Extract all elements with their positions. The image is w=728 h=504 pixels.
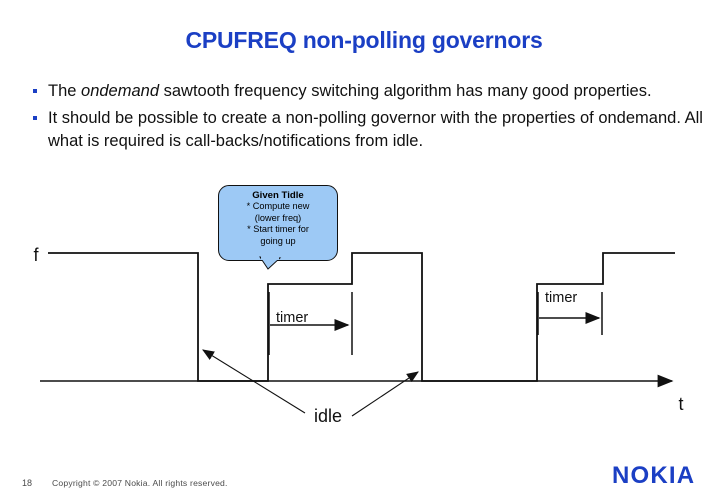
callout-tail: [259, 253, 282, 270]
idle-label: idle: [314, 406, 342, 426]
list-item: It should be possible to create a non-po…: [30, 107, 720, 153]
bullet-lead: The: [48, 82, 82, 100]
bullet-emphasis: ondemand: [81, 82, 160, 100]
timer-measure-right: [537, 292, 603, 335]
timer-label-right: timer: [545, 290, 577, 306]
nokia-logo: NOKIA: [612, 462, 696, 489]
waveform-trace: [48, 252, 675, 382]
page-title: CPUFREQ non-polling governors: [185, 27, 543, 53]
bullet-list: The ondemand sawtooth frequency switchin…: [30, 80, 720, 157]
callout-line: going up: [260, 235, 296, 246]
frequency-timeline-diagram: f t timer timer idle: [0, 180, 728, 440]
callout-bubble: Given Tidle * Compute new (lower freq) *…: [218, 185, 338, 270]
list-item: The ondemand sawtooth frequency switchin…: [30, 80, 720, 103]
bullet-marker-icon: [33, 89, 37, 93]
page-number: 18: [22, 478, 33, 488]
copyright-notice: Copyright © 2007 Nokia. All rights reser…: [52, 478, 228, 488]
callout-line: * Start timer for: [247, 224, 309, 235]
callout-heading: Given Tidle: [252, 190, 304, 201]
timer-measure-left: [268, 292, 353, 355]
bullet-lead: It should be possible to create a non-po…: [48, 109, 703, 150]
callout-body: [218, 185, 338, 261]
bullet-text: It should be possible to create a non-po…: [48, 109, 703, 150]
bullet-rest: sawtooth frequency switching algorithm h…: [159, 82, 652, 100]
y-axis-label: f: [33, 245, 39, 265]
callout-text: Given Tidle * Compute new (lower freq) *…: [218, 185, 338, 247]
x-axis-label: t: [678, 394, 683, 414]
callout-line: (lower freq): [254, 212, 302, 223]
bullet-marker-icon: [33, 116, 37, 120]
callout-line: * Compute new: [246, 201, 310, 212]
timer-label-left: timer: [276, 310, 308, 326]
bullet-text: The ondemand sawtooth frequency switchin…: [48, 82, 652, 100]
idle-pointer-arrows: [202, 349, 419, 417]
